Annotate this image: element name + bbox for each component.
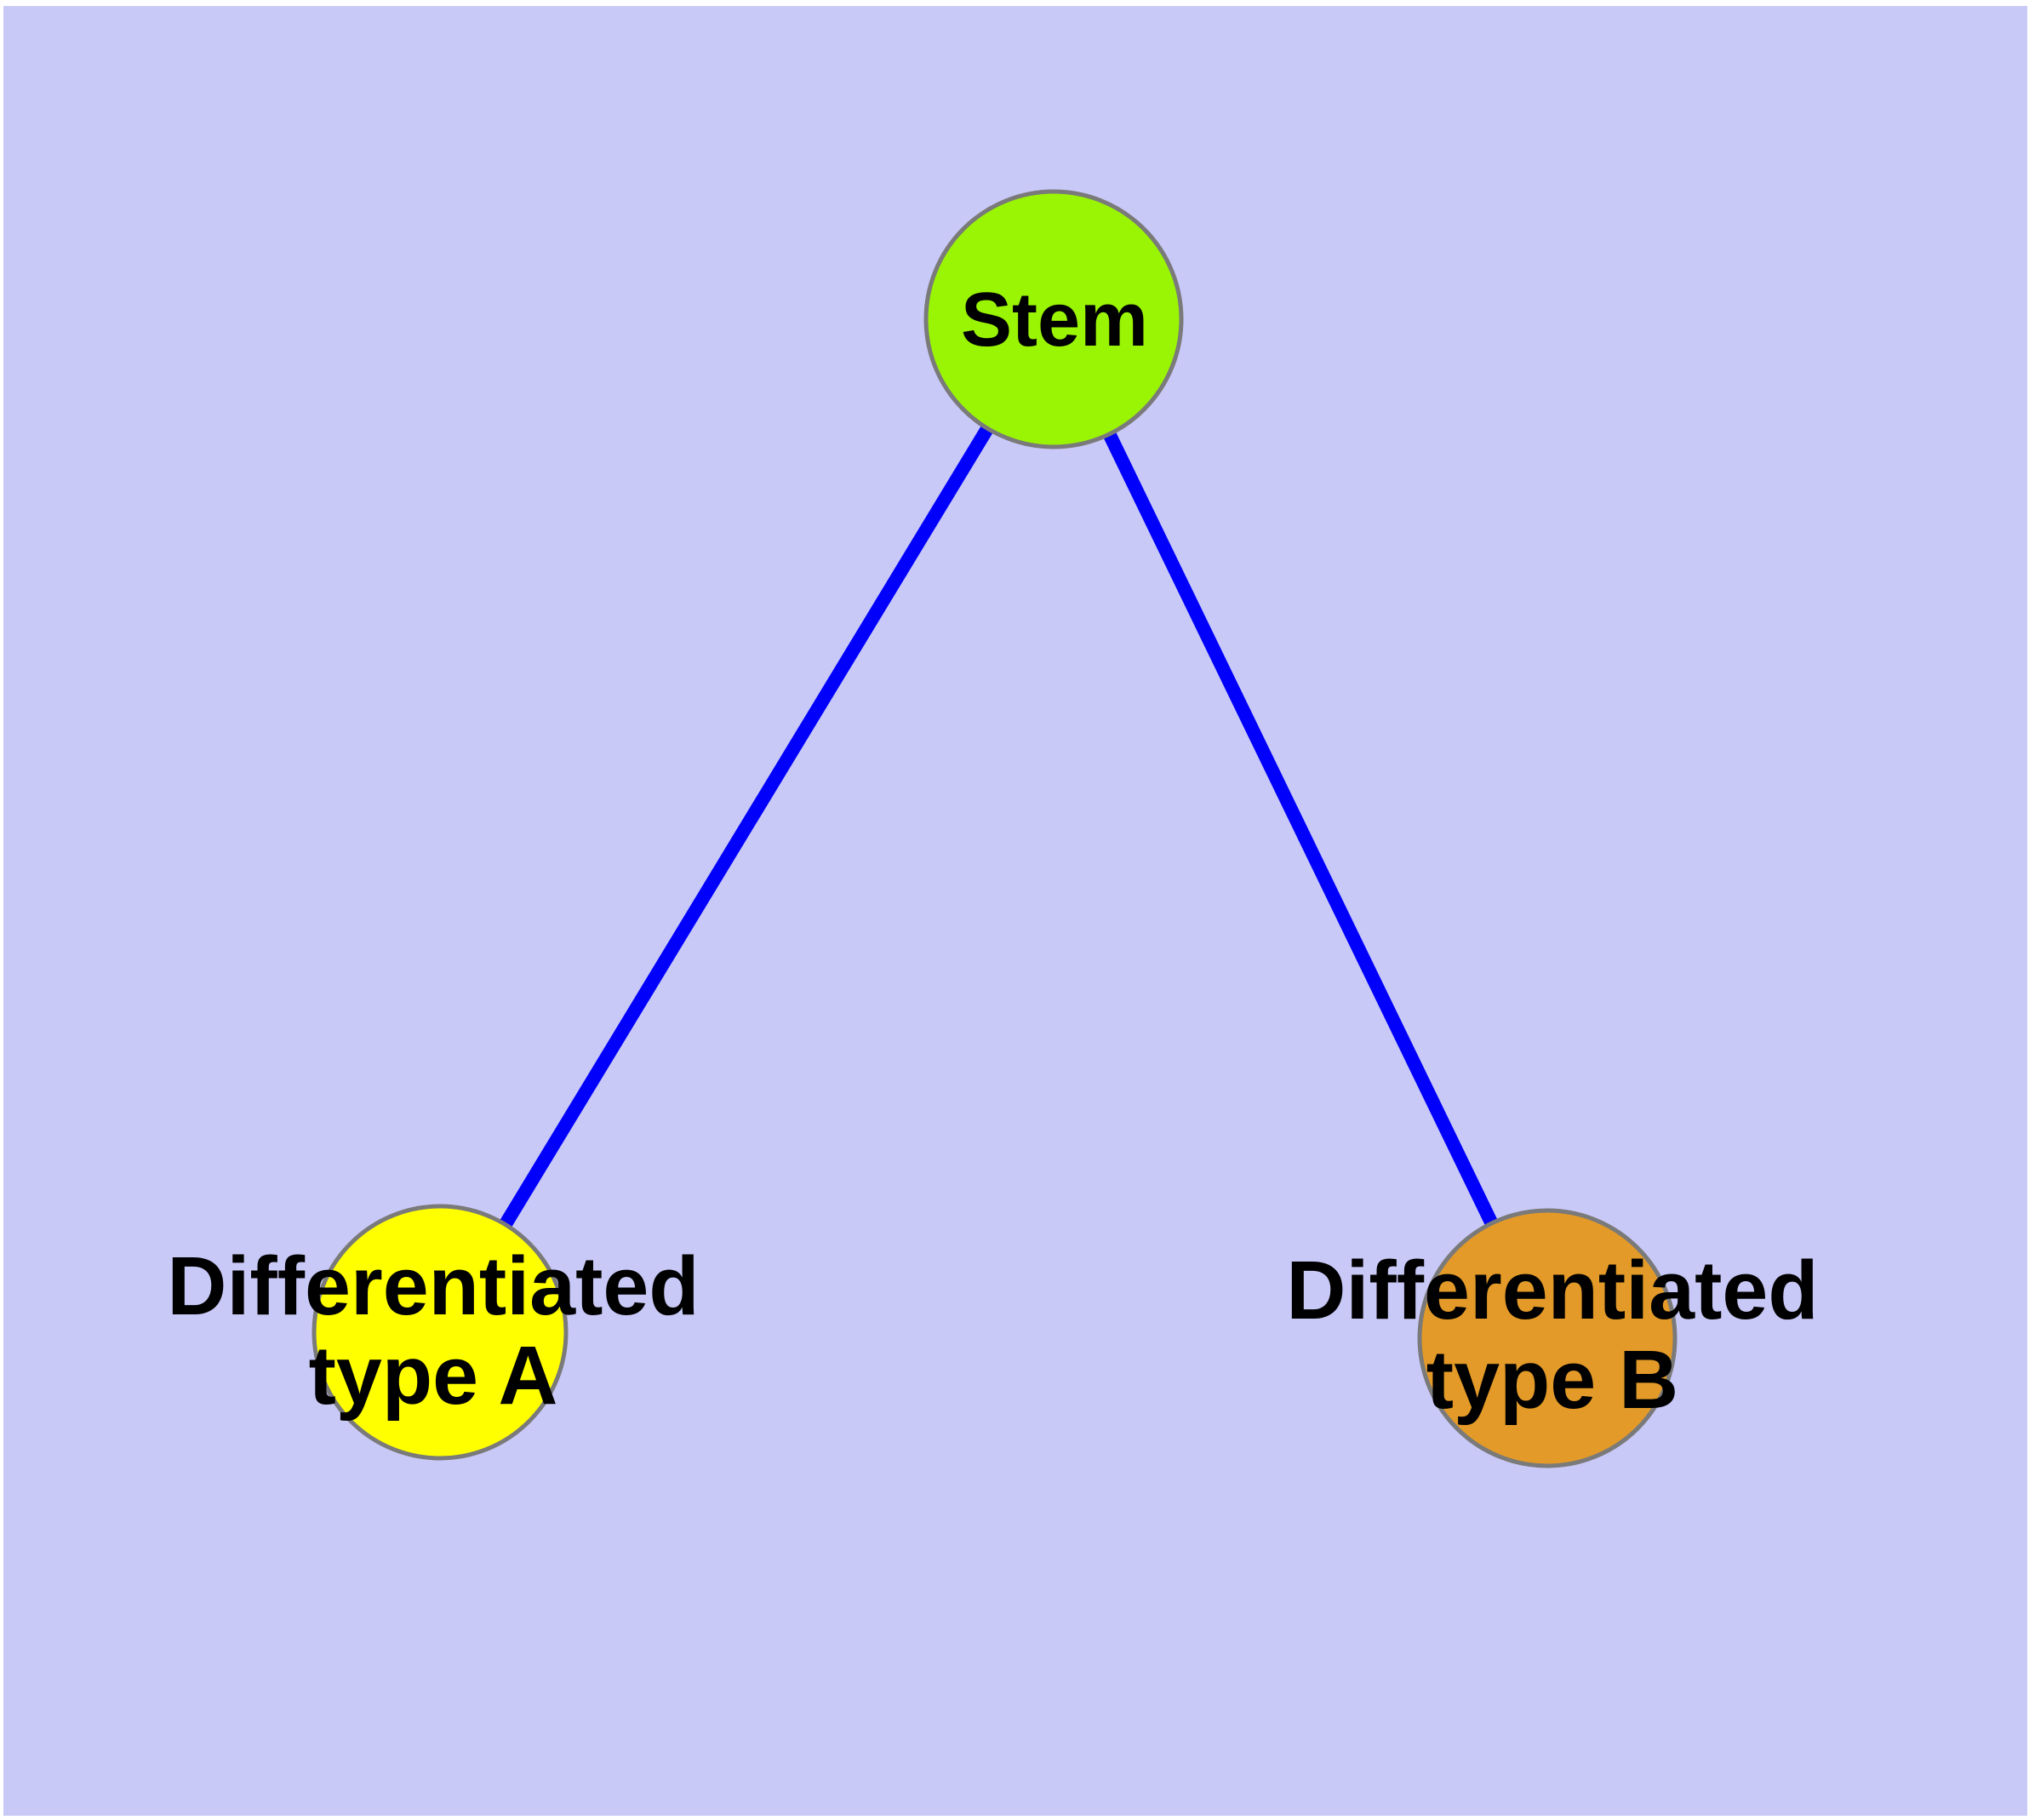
diagram-canvas: Stem Differentiated type A Differentiate… [3, 6, 2027, 1816]
node-circle-type-b [1417, 1208, 1677, 1468]
node-circle-stem [923, 189, 1184, 449]
edge-stem-to-type-a [434, 315, 1060, 1336]
node-circle-type-a [311, 1204, 569, 1461]
edge-stem-to-type-b [1047, 316, 1554, 1342]
graph-svg [311, 189, 1677, 1468]
